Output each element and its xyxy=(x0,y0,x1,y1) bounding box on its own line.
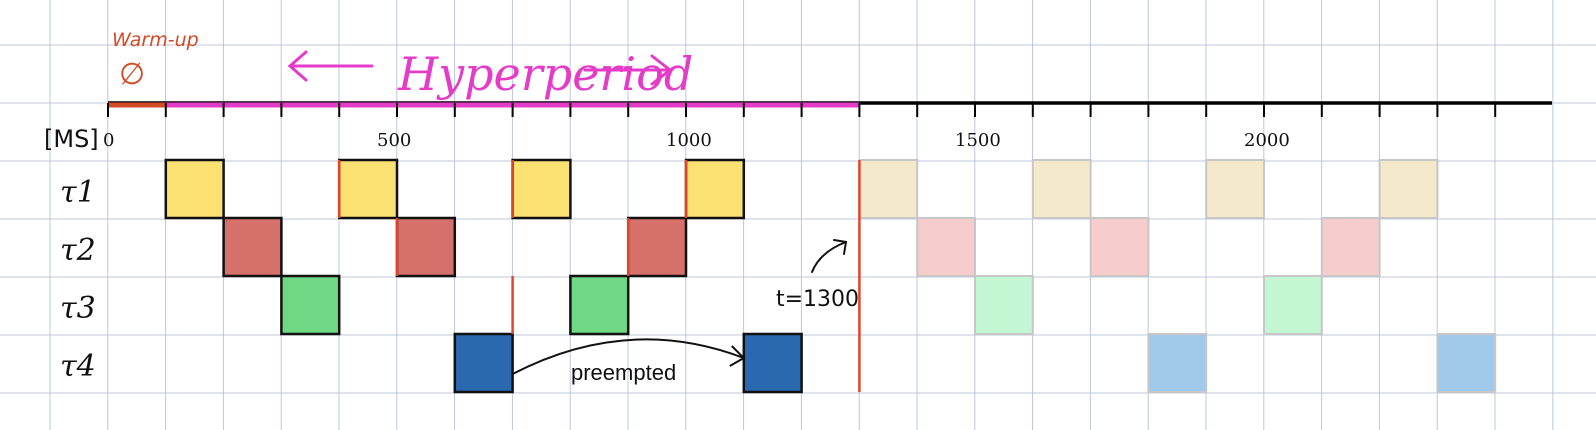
job-block-t1 xyxy=(337,158,399,220)
hyperperiod-left-arrow-icon xyxy=(287,50,374,82)
faded-job-block-t2 xyxy=(916,217,977,277)
t-marker-label: t=1300 xyxy=(776,287,859,312)
axis-tick-label: 0 xyxy=(103,130,114,151)
axis-tick-label: 1500 xyxy=(955,130,1001,151)
job-block-t1 xyxy=(684,158,746,220)
faded-job-block-t2 xyxy=(1320,217,1381,277)
preemption-arrow-icon xyxy=(512,338,746,375)
unit-label: [MS] xyxy=(44,125,99,153)
axis-tick-label: 2000 xyxy=(1244,130,1290,151)
axis-tick-label: 500 xyxy=(377,130,411,151)
task-label-t3: τ3 xyxy=(60,291,96,326)
release-markers xyxy=(337,160,861,392)
faded-job-block-t3 xyxy=(1263,275,1323,335)
hyperperiod-label: Hyperperiod xyxy=(397,47,693,101)
warmup-symbol: ∅ xyxy=(119,57,145,92)
job-block-t4 xyxy=(453,332,514,394)
faded-job-block-t4 xyxy=(1147,333,1208,393)
faded-job-block-t1 xyxy=(1205,159,1265,219)
task-label-t4: τ4 xyxy=(60,349,96,384)
preemption-arrowhead xyxy=(729,345,746,367)
faded-job-block-t1 xyxy=(1378,159,1439,219)
timeline-axis: 0 500 1000 1500 2000 xyxy=(103,101,1552,151)
preempted-label: preempted xyxy=(571,360,676,385)
faded-job-block-t1 xyxy=(858,159,919,219)
faded-job-block-t4 xyxy=(1436,333,1497,393)
job-block-t2 xyxy=(395,216,457,278)
schedule-blocks xyxy=(164,158,1497,394)
task-label-t1: τ1 xyxy=(60,175,96,210)
job-block-t2 xyxy=(626,216,688,278)
job-block-t2 xyxy=(222,216,283,278)
task-label-t2: τ2 xyxy=(60,233,96,268)
axis-tick-label: 1000 xyxy=(666,130,712,151)
faded-job-block-t3 xyxy=(974,275,1034,335)
warmup-label: Warm-up xyxy=(112,29,199,51)
faded-job-block-t1 xyxy=(1031,159,1092,219)
job-block-t1 xyxy=(164,158,225,220)
job-block-t3 xyxy=(280,274,341,336)
job-block-t1 xyxy=(511,158,572,220)
job-block-t3 xyxy=(569,274,630,336)
task-labels: τ1 τ2 τ3 τ4 xyxy=(60,175,96,384)
faded-job-block-t2 xyxy=(1089,217,1150,277)
preemption-curve xyxy=(512,338,745,375)
hyperperiod-right-arrow-icon xyxy=(583,54,673,86)
t-marker-arrow-icon xyxy=(811,239,848,273)
job-block-t4 xyxy=(742,332,803,394)
